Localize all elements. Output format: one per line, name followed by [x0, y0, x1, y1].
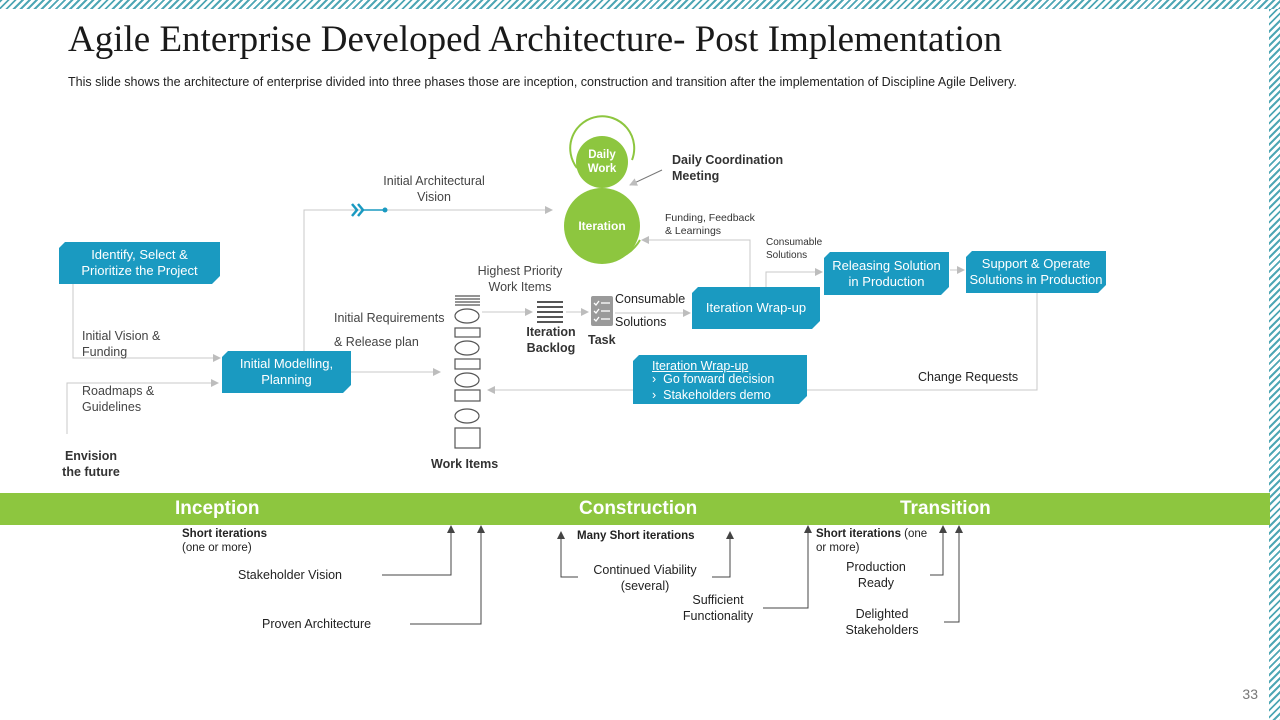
phase-inception: Inception	[175, 498, 260, 519]
wrapup-item-go-forward: › Go forward decision	[652, 372, 775, 386]
releasing-solution-box: Releasing Solution in Production	[824, 252, 949, 295]
envision-future-label: Envision the future	[62, 449, 120, 479]
inception-short-title: Short iterations	[182, 528, 267, 540]
transition-short-title: Short iterations	[816, 528, 901, 540]
inception-short-iterations: Short iterations (one or more)	[182, 527, 267, 555]
highest-priority-label: Highest Priority Work Items	[477, 264, 563, 294]
release-plan-label: & Release plan	[334, 335, 419, 349]
funding-feedback-label: Funding, Feedback & Learnings	[665, 212, 755, 237]
production-ready-label: Production Ready	[846, 560, 906, 590]
daily-coordination-label: Daily Coordination Meeting	[672, 153, 784, 183]
backlog-list-icon	[537, 301, 563, 323]
iteration-wrapup-top-box: Iteration Wrap-up	[692, 287, 820, 329]
identify-select-label: Identify, Select & Prioritize the Projec…	[81, 247, 198, 278]
iteration-wrapup-top-label: Iteration Wrap-up	[705, 300, 807, 315]
consumable-label: Consumable	[615, 292, 686, 306]
initial-requirements-label: Initial Requirements	[334, 311, 445, 325]
transition-short-iterations: Short iterations (one or more)	[816, 527, 927, 555]
right-hatch-border	[1269, 9, 1280, 720]
go-forward-label: Go forward decision	[663, 372, 775, 386]
initial-architectural-vision-label: Initial Architectural Vision	[383, 174, 485, 204]
task-label: Task	[588, 333, 616, 347]
chevron-icon	[351, 203, 365, 217]
iteration-wrapup-bottom-title: Iteration Wrap-up	[652, 359, 749, 373]
continued-viability-label: Continued Viability (several)	[593, 563, 697, 593]
daily-work-circle: Daily Work	[576, 136, 628, 188]
support-operate-box: Support & Operate Solutions in Productio…	[966, 251, 1106, 293]
initial-modelling-label: Initial Modelling, Planning	[239, 356, 334, 387]
page-title: Agile Enterprise Developed Architecture-…	[68, 19, 1002, 60]
phase-transition: Transition	[900, 498, 991, 519]
phase-construction: Construction	[579, 498, 698, 519]
page-number: 33	[1242, 686, 1258, 702]
initial-modelling-box: Initial Modelling, Planning	[222, 351, 351, 393]
phase-band: Inception Construction Transition	[0, 493, 1270, 525]
many-short-iterations-label: Many Short iterations	[577, 530, 695, 542]
iteration-backlog-label: Iteration Backlog	[526, 325, 576, 355]
support-operate-label: Support & Operate Solutions in Productio…	[969, 256, 1103, 287]
stakeholder-vision-label: Stakeholder Vision	[238, 568, 343, 582]
roadmaps-guidelines-label: Roadmaps & Guidelines	[82, 384, 155, 414]
identify-select-box: Identify, Select & Prioritize the Projec…	[59, 242, 220, 284]
work-items-label: Work Items	[431, 457, 499, 471]
wrapup-item-stakeholders: › Stakeholders demo	[652, 388, 771, 402]
work-items-stack-icon	[454, 295, 481, 449]
proven-architecture-label: Proven Architecture	[262, 617, 372, 631]
consumable-solutions-small-label: Consumable Solutions	[766, 237, 823, 261]
stakeholders-demo-label: Stakeholders demo	[663, 388, 771, 402]
daily-work-label: Daily Work	[587, 149, 617, 175]
sufficient-functionality-label: Sufficient Functionality	[682, 593, 754, 623]
top-hatch-border	[0, 0, 1280, 9]
initial-vision-funding-label: Initial Vision & Funding	[82, 329, 161, 359]
iteration-label: Iteration	[578, 219, 626, 233]
page-subtitle: This slide shows the architecture of ent…	[68, 75, 1017, 89]
iteration-circle: Iteration	[564, 188, 640, 264]
releasing-solution-label: Releasing Solution in Production	[832, 257, 941, 289]
delighted-stakeholders-label: Delighted Stakeholders	[845, 607, 919, 637]
task-checklist-icon	[591, 296, 613, 326]
inception-short-sub: (one or more)	[182, 542, 252, 554]
transition-short-sub: (one or more)	[816, 528, 928, 554]
change-requests-label: Change Requests	[918, 370, 1019, 384]
solutions-label: Solutions	[615, 315, 667, 329]
iteration-wrapup-bottom-box: Iteration Wrap-up › Go forward decision …	[633, 355, 807, 404]
